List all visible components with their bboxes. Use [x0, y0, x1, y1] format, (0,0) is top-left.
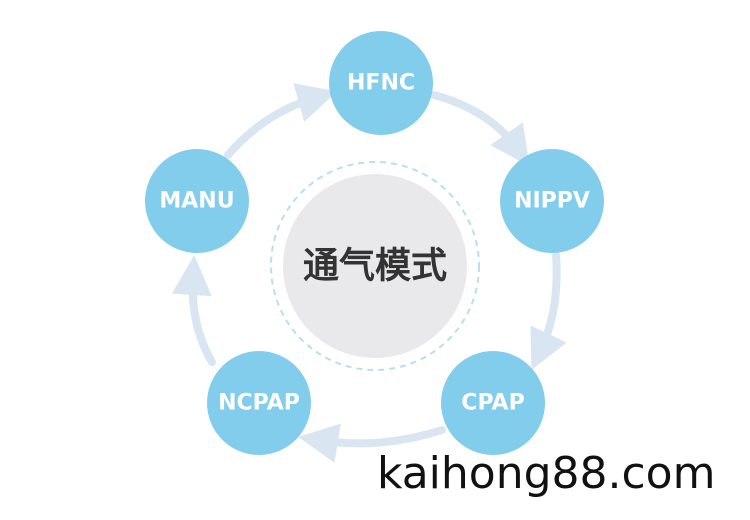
node-cpap: CPAP	[441, 351, 545, 455]
node-ncpap-label: NCPAP	[218, 391, 300, 416]
arrow-cpap-to-ncpap	[298, 423, 446, 463]
watermark-text: kaihong88.com	[377, 448, 716, 499]
node-nippv: NIPPV	[500, 149, 604, 253]
node-hfnc-label: HFNC	[347, 71, 415, 96]
node-hfnc: HFNC	[329, 31, 433, 135]
arrow-ncpap-to-manu	[171, 255, 216, 366]
arrow-hfnc-to-nippv	[430, 91, 530, 167]
arrow-manu-to-hfnc	[224, 83, 338, 159]
node-cpap-label: CPAP	[461, 391, 524, 416]
center-label: 通气模式	[303, 246, 447, 287]
center-dashed-ring	[270, 161, 480, 371]
node-nippv-label: NIPPV	[514, 189, 590, 214]
node-manu: MANU	[145, 149, 249, 253]
arrow-nippv-to-cpap	[530, 251, 567, 371]
node-manu-label: MANU	[159, 189, 234, 214]
center-circle	[283, 174, 467, 358]
node-ncpap: NCPAP	[207, 351, 311, 455]
